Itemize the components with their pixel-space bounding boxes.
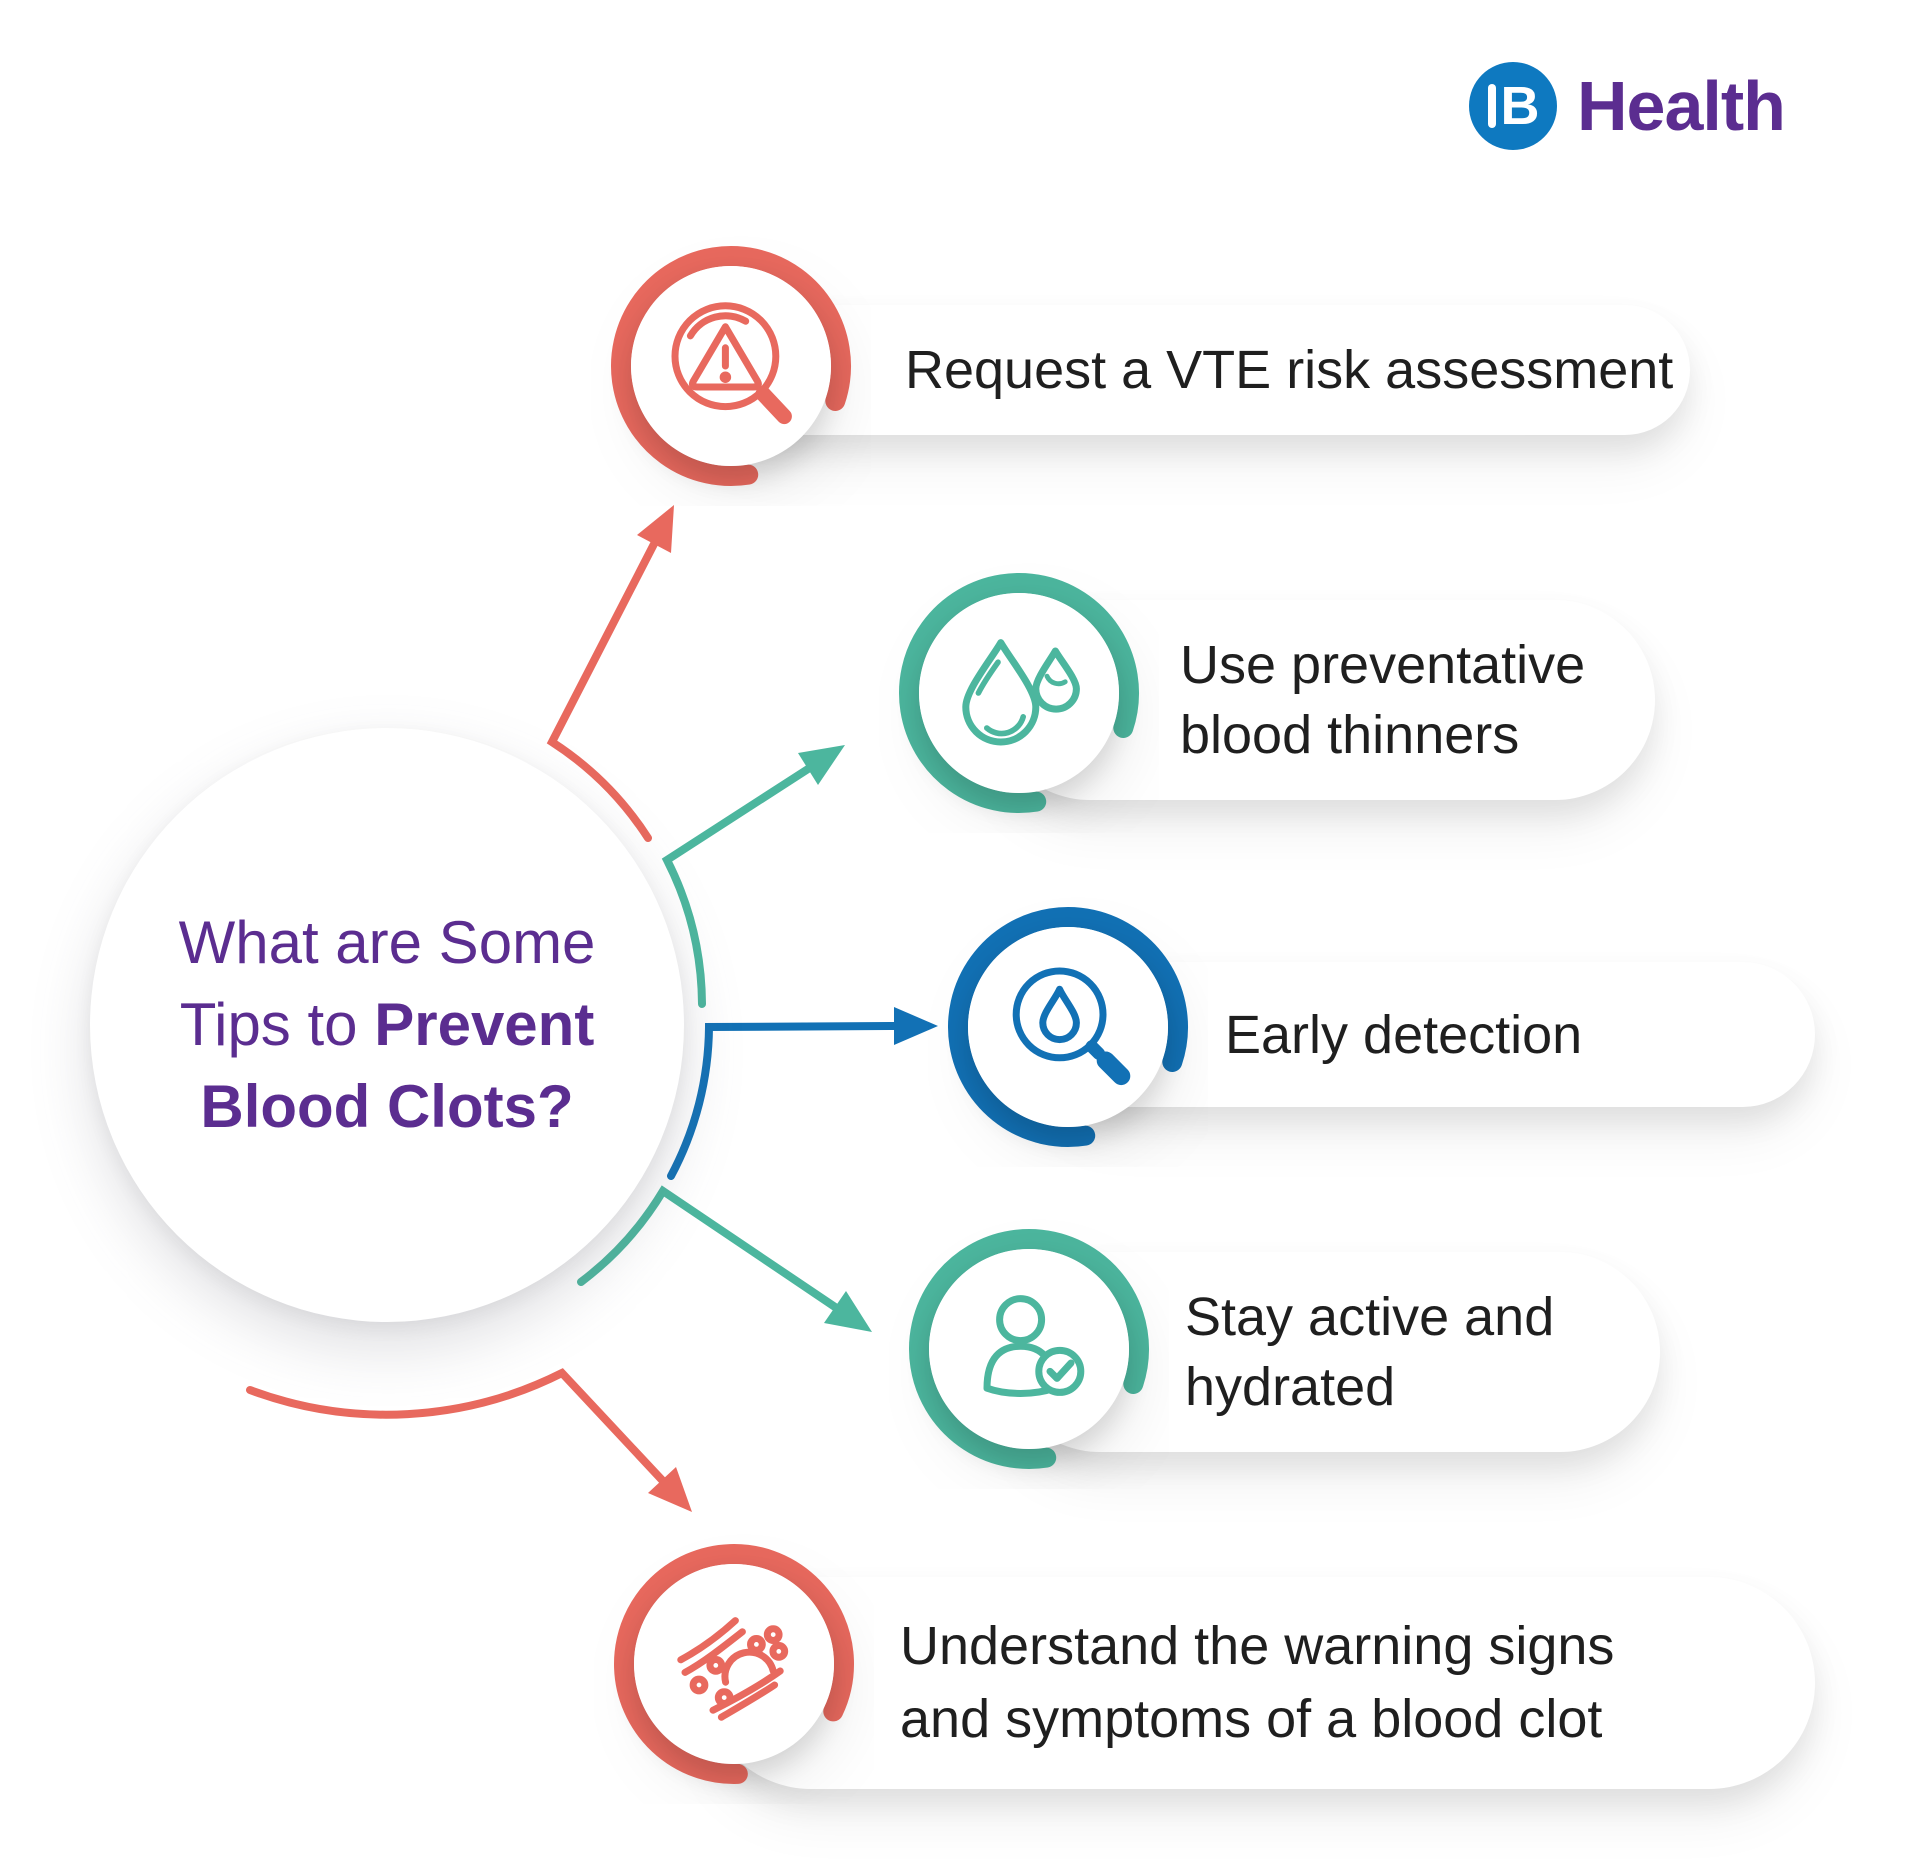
tip-label-vte: Request a VTE risk assessment <box>905 305 1673 435</box>
tip-text: Understand the warning signs <box>900 1616 1615 1676</box>
magnifier-droplet-icon <box>928 887 1208 1167</box>
arrow-warning-icon <box>246 1368 692 1512</box>
tip-label-thinners: Use preventative blood thinners <box>1180 600 1585 800</box>
central-question-text: What are Some Tips to Prevent Blood Clot… <box>179 902 596 1148</box>
central-question-circle: What are Some Tips to Prevent Blood Clot… <box>90 728 684 1322</box>
magnifier-warning-icon <box>591 226 871 506</box>
tip-text: Stay active and <box>1185 1287 1555 1347</box>
arrow-active-icon <box>577 1185 872 1332</box>
tip-label-detection: Early detection <box>1225 962 1582 1107</box>
blood-drops-icon <box>879 553 1159 833</box>
question-line-2: Tips to Prevent <box>179 991 595 1058</box>
svg-text:B: B <box>1501 76 1540 136</box>
bajaj-finserv-logo-icon: B <box>1467 60 1559 152</box>
tip-text: Early detection <box>1225 1004 1583 1065</box>
arrow-detection-icon <box>667 1007 938 1180</box>
tip-pill-warning <box>705 1577 1815 1789</box>
arrow-vte-icon <box>546 505 674 842</box>
question-line-1: What are Some <box>178 909 596 976</box>
tip-text: and symptoms of a blood clot <box>900 1689 1603 1749</box>
tip-pill-vte <box>700 305 1690 435</box>
tip-text: blood thinners <box>1180 705 1520 765</box>
tip-text: Request a VTE risk assessment <box>905 340 1674 400</box>
tip-label-active: Stay active and hydrated <box>1185 1252 1554 1452</box>
brand-logo: B Health <box>1467 60 1786 152</box>
tip-label-warning: Understand the warning signs and symptom… <box>900 1577 1614 1789</box>
tip-text: Use preventative <box>1180 635 1586 695</box>
person-check-icon <box>889 1209 1169 1489</box>
brand-name: Health <box>1577 67 1786 145</box>
tip-text: hydrated <box>1185 1357 1396 1417</box>
question-line-3: Blood Clots? <box>200 1073 574 1140</box>
artery-clot-icon <box>594 1524 874 1804</box>
arrow-thinners-icon <box>661 745 845 1008</box>
